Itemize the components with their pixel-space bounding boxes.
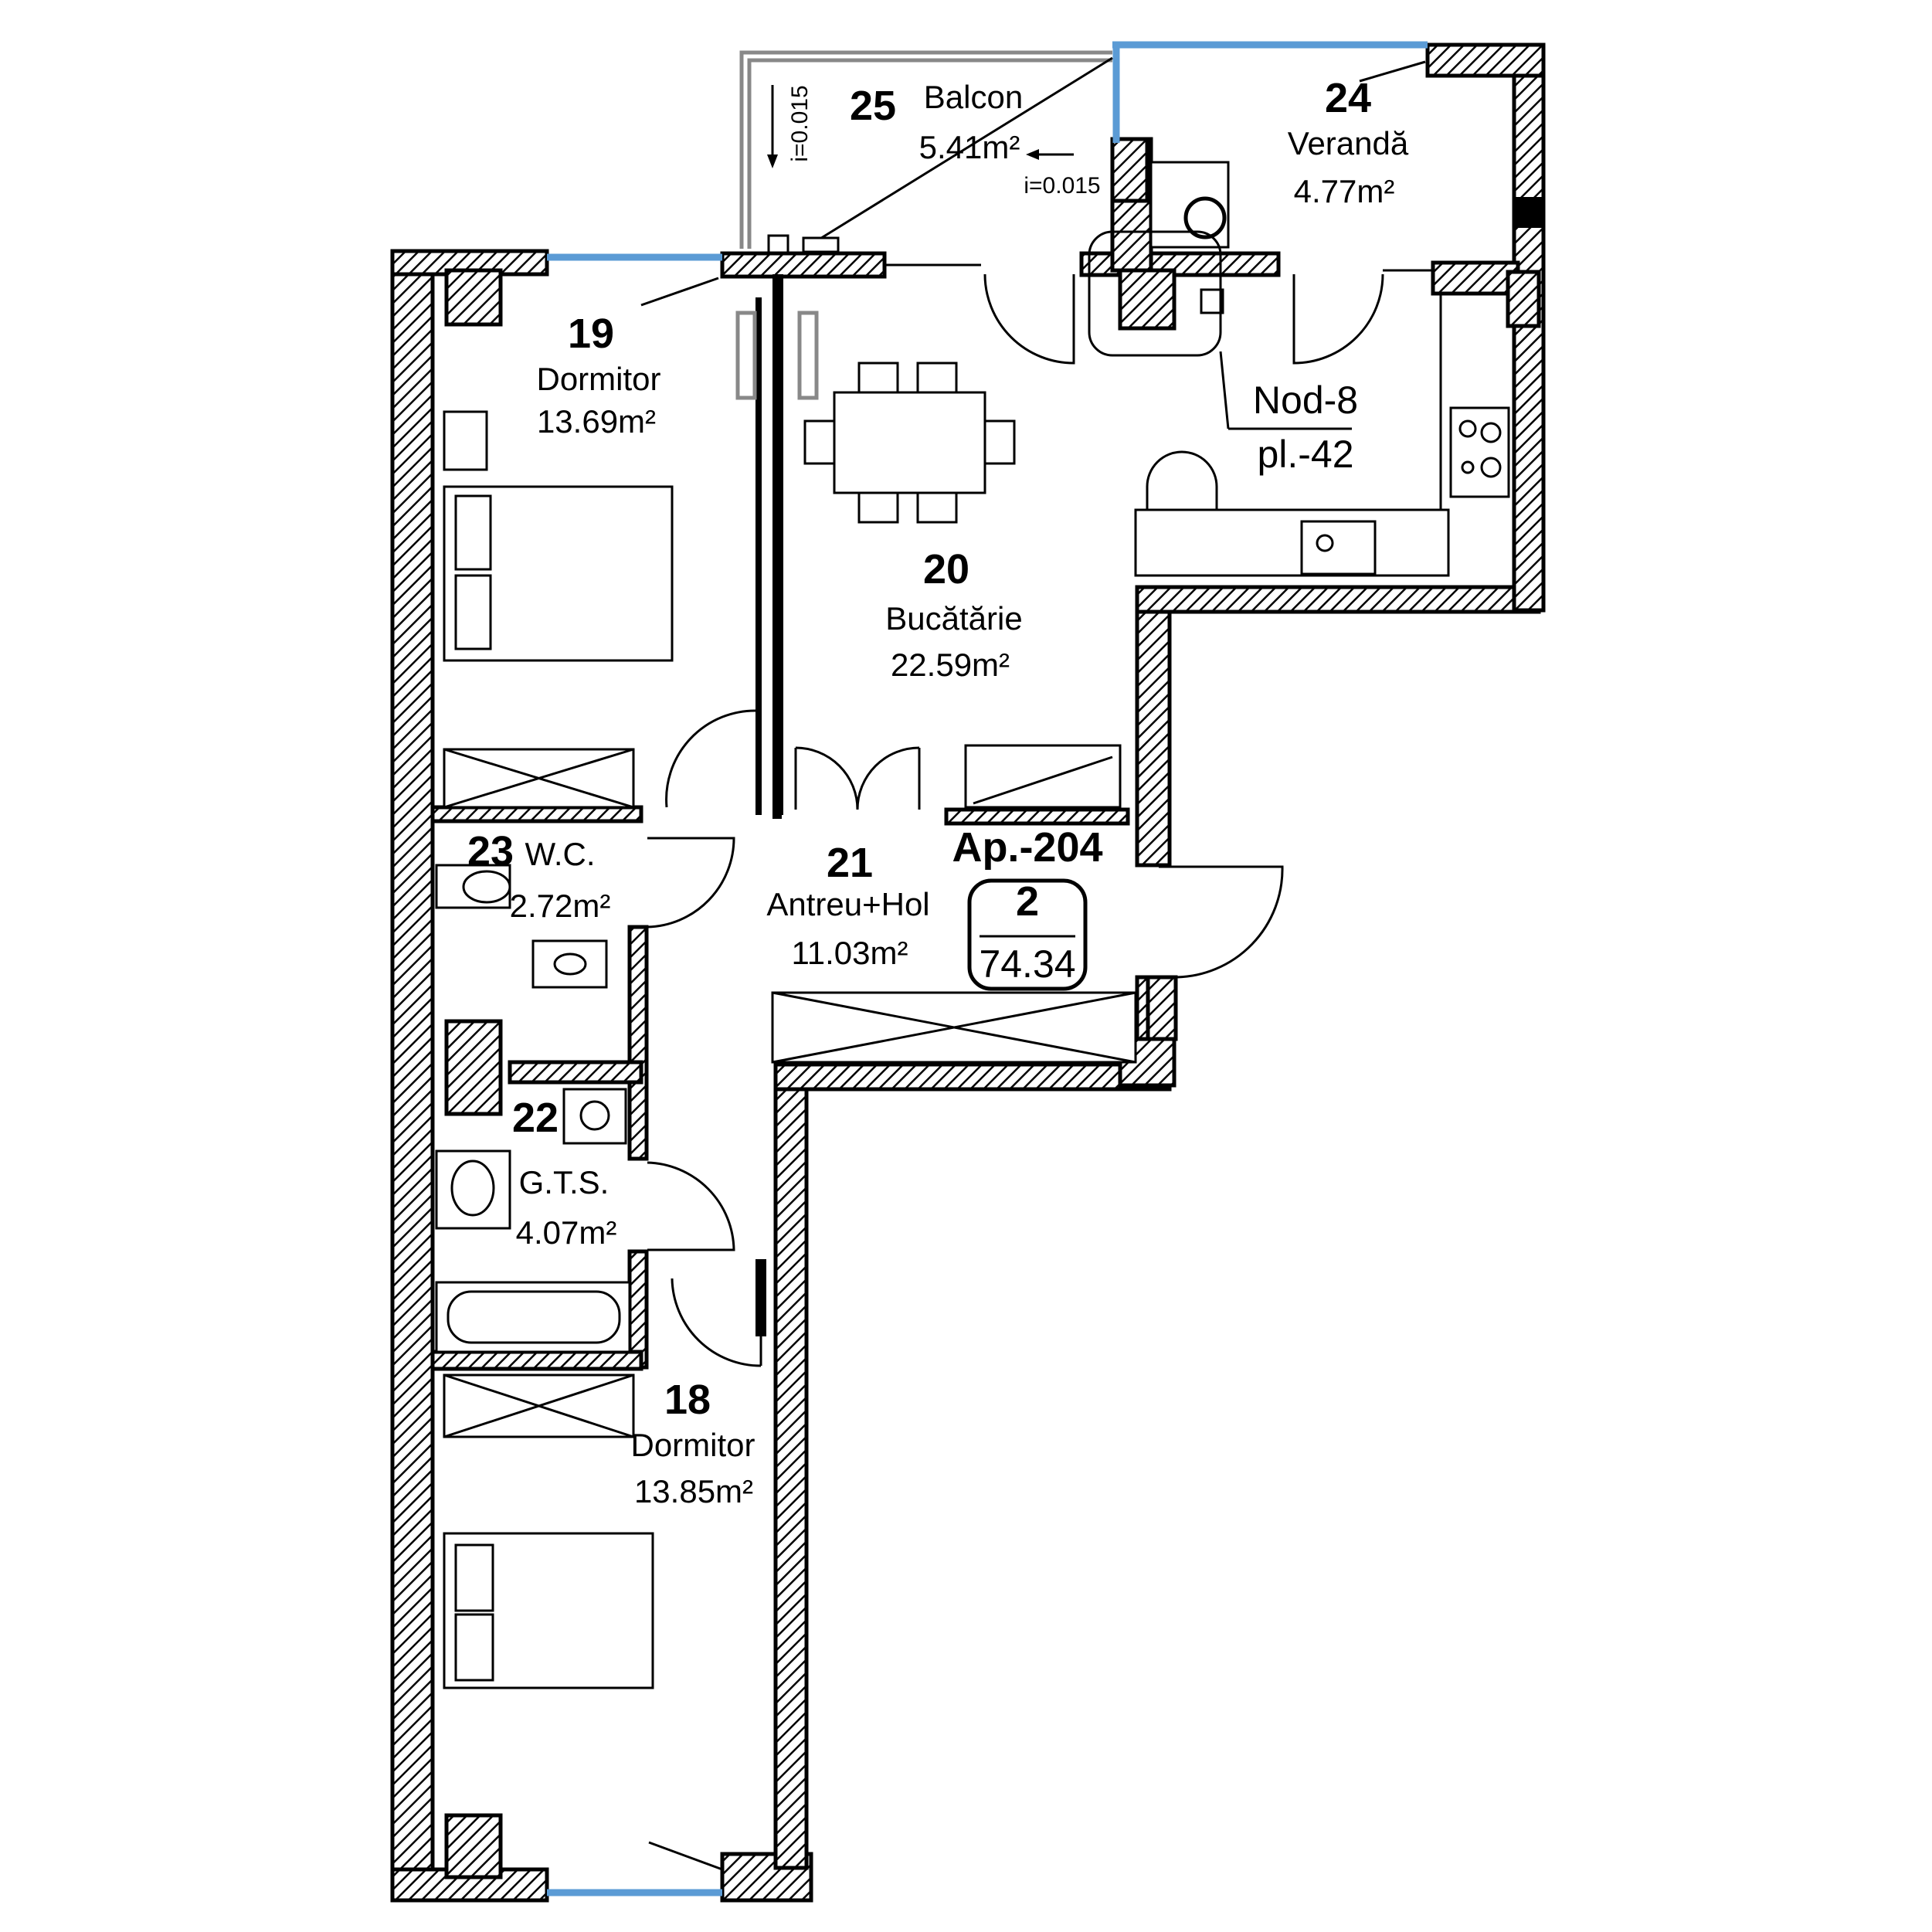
room-24-area: 4.77m² (1294, 173, 1395, 209)
room-19-number: 19 (568, 311, 614, 357)
windows (547, 41, 1433, 1896)
room-21-number: 21 (827, 840, 873, 886)
room-20-number: 20 (923, 546, 969, 593)
room-21-name: Antreu+Hol (766, 886, 929, 922)
doors (640, 273, 1384, 1871)
apartment-rooms-count: 2 (1016, 878, 1039, 925)
room-22-area: 4.07m² (516, 1214, 617, 1251)
room-25-name: Balcon (924, 79, 1023, 115)
room-25-number: 25 (850, 83, 896, 129)
room-23-number: 23 (467, 828, 514, 874)
room-24-number: 24 (1325, 75, 1371, 121)
room-24-name: Verandă (1288, 125, 1409, 161)
room-18-number: 18 (664, 1377, 711, 1423)
room-20-name: Bucătărie (885, 600, 1022, 637)
apartment-badge (967, 878, 1088, 991)
room-18-area: 13.85m² (634, 1473, 753, 1509)
room-18-name: Dormitor (630, 1427, 755, 1463)
room-23-area: 2.72m² (510, 888, 611, 924)
columns (444, 137, 1543, 1879)
room-19-name: Dormitor (536, 361, 660, 397)
slope-horizontal-label: i=0.015 (1024, 173, 1100, 199)
room-23-name: W.C. (525, 836, 596, 872)
apartment-label: Ap.-204 (952, 824, 1102, 871)
room-21-area: 11.03m² (792, 935, 908, 971)
room-25-area: 5.41m² (919, 129, 1020, 165)
room-20-area: 22.59m² (891, 647, 1010, 683)
node-label: Nod-8 (1253, 379, 1358, 422)
room-22-name: G.T.S. (519, 1164, 609, 1200)
node-plan: pl.-42 (1257, 433, 1353, 476)
room-22-number: 22 (512, 1095, 559, 1141)
interior-walls (430, 274, 1130, 1371)
slope-vertical-label: i=0.015 (787, 85, 813, 161)
furniture (435, 161, 1510, 1689)
room-19-area: 13.69m² (537, 403, 656, 440)
balcony-railing (739, 50, 1426, 254)
exterior-walls (390, 42, 1546, 1903)
labels: Ap.-204 2 74.34 Nod-8 pl.-42 i=0.015 i=0… (467, 75, 1409, 1509)
apartment-total-area: 74.34 (979, 942, 1075, 986)
node-leader-line (1219, 351, 1230, 430)
slope-arrows (767, 85, 1074, 168)
